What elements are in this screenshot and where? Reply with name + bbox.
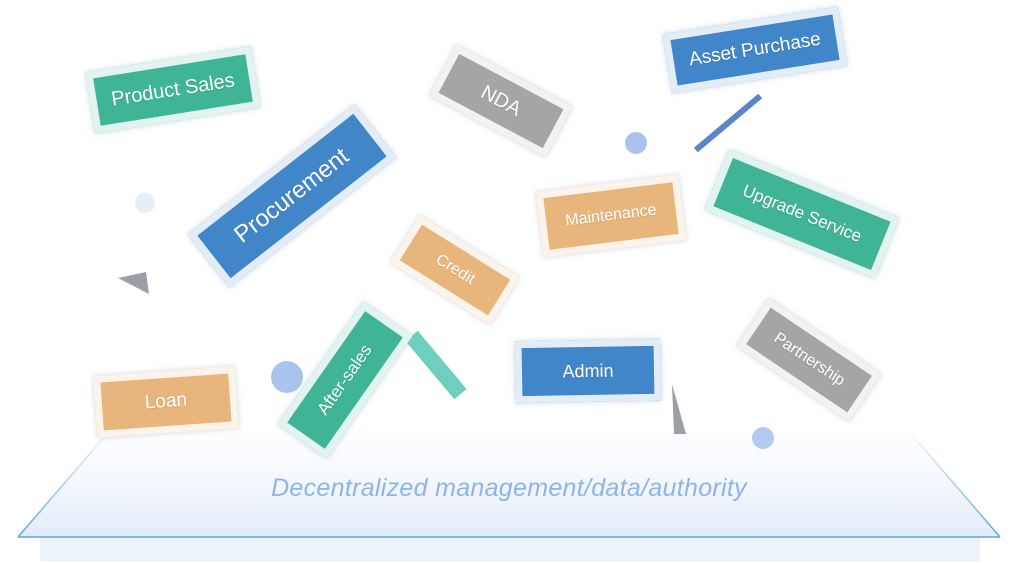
platform-right-edge (905, 427, 1001, 538)
tag-label: Loan (144, 389, 188, 414)
tag-label: Maintenance (564, 201, 658, 230)
platform-front-face (40, 537, 980, 561)
tag-label: NDA (477, 80, 526, 121)
tag-admin: Admin (514, 338, 662, 404)
decor-dot (625, 132, 647, 154)
decor-dot (135, 193, 155, 213)
tag-label: Product Sales (109, 68, 237, 111)
tag-label: Credit (432, 251, 478, 289)
tag-label: Asset Purchase (687, 28, 823, 71)
platform-caption: Decentralized management/data/authority (271, 474, 747, 502)
tag-loan: Loan (93, 366, 239, 438)
decor-dot (752, 427, 774, 449)
tag-label: Admin (562, 360, 614, 381)
decor-shard (118, 272, 149, 294)
platform-surface (18, 432, 1000, 537)
decor-dot (271, 361, 303, 393)
decor-shard (672, 384, 686, 434)
platform-left-edge (17, 427, 113, 538)
